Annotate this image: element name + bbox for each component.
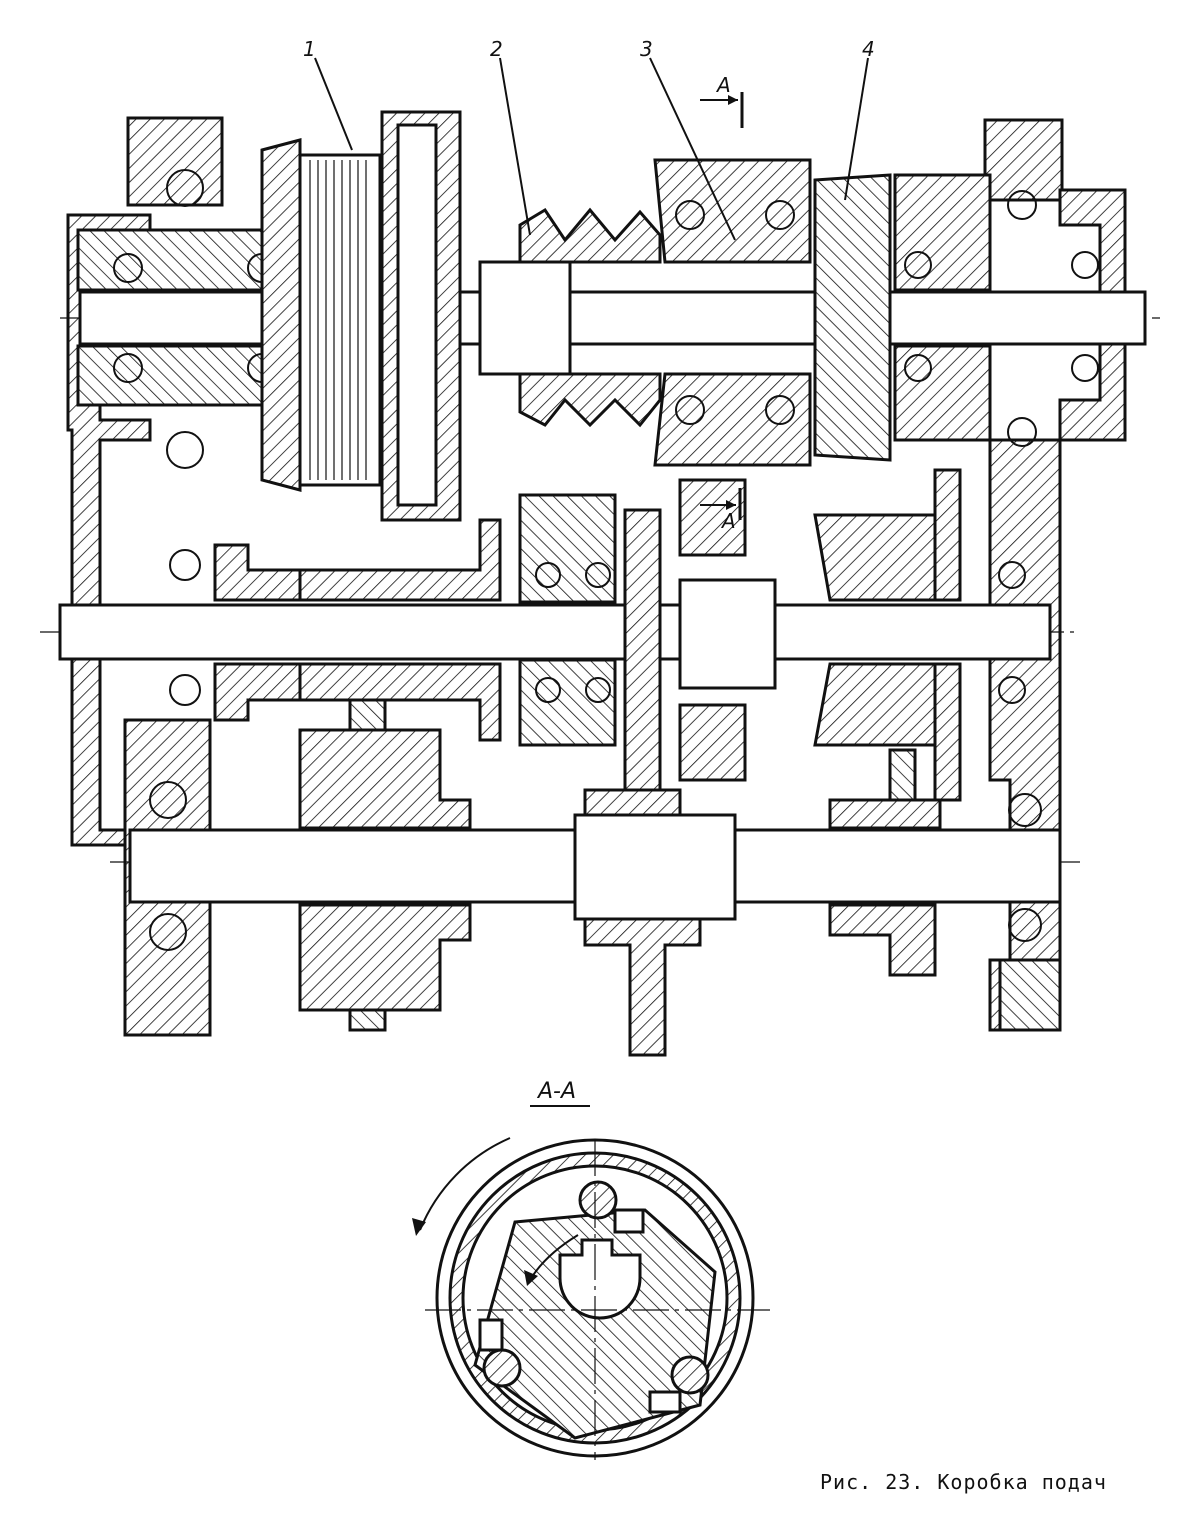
middle-shaft-assembly bbox=[58, 468, 1052, 802]
section-mark-middle: A bbox=[700, 488, 742, 533]
section-view-a-a: A-A bbox=[412, 1079, 770, 1460]
section-letter-middle: A bbox=[720, 509, 736, 533]
part-label-1: 1 bbox=[303, 37, 316, 61]
lower-shaft-assembly bbox=[128, 508, 1062, 1057]
clutch-1-plates bbox=[309, 160, 367, 480]
part-label-4: 4 bbox=[862, 37, 875, 61]
section-title: A-A bbox=[536, 1079, 576, 1104]
figure-caption: Рис. 23. Коробка подач bbox=[820, 1470, 1107, 1494]
upper-shaft-assembly bbox=[76, 110, 1147, 522]
part-label-3: 3 bbox=[640, 37, 653, 61]
section-mark-top: A bbox=[700, 73, 744, 128]
part-label-2: 2 bbox=[490, 37, 503, 61]
part-callouts: 1 2 3 4 bbox=[303, 37, 875, 241]
section-letter-top: A bbox=[715, 73, 731, 97]
